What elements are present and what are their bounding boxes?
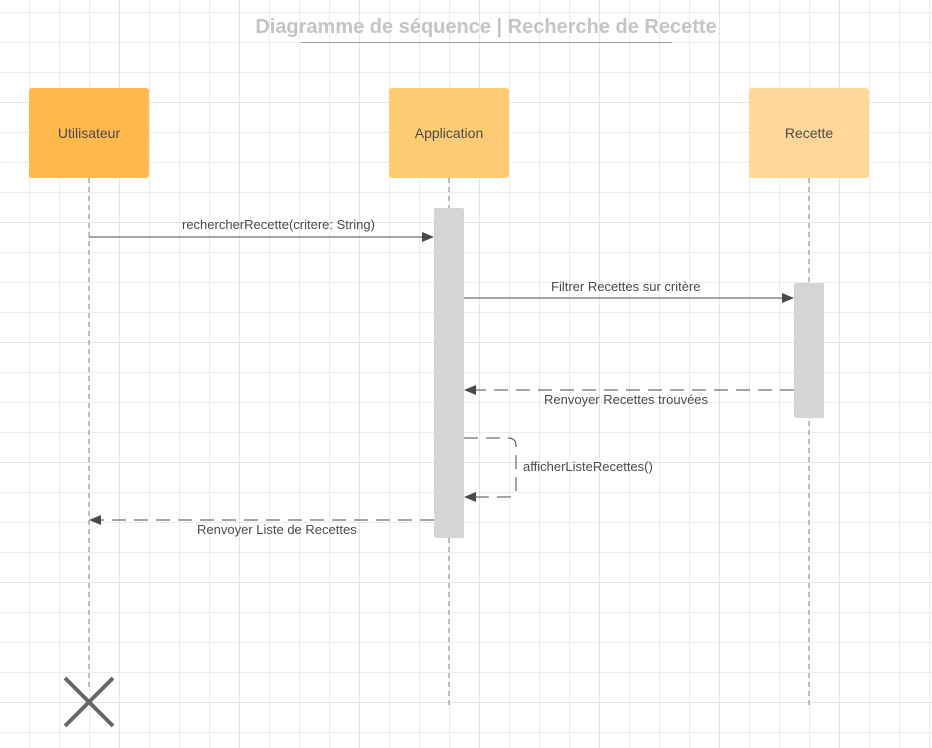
message-label-rechercher: rechercherRecette(critere: String)	[182, 217, 375, 232]
message-label-afficher: afficherListeRecettes()	[523, 459, 653, 474]
title-underline	[301, 42, 672, 43]
message-label-renvoyer-liste: Renvoyer Liste de Recettes	[197, 522, 357, 537]
message-label-filtrer: Filtrer Recettes sur critère	[551, 279, 701, 294]
destroy-x-icon	[63, 676, 115, 728]
diagram-title: Diagramme de séquence | Recherche de Rec…	[255, 16, 717, 38]
activation-recette	[794, 283, 824, 418]
activation-application	[434, 208, 464, 538]
message-arrow-afficher-self	[464, 437, 517, 502]
participant-utilisateur[interactable]: Utilisateur	[29, 88, 149, 178]
message-label-renvoyer-recettes: Renvoyer Recettes trouvées	[544, 392, 709, 407]
participant-recette[interactable]: Recette	[749, 88, 869, 178]
participant-application[interactable]: Application	[389, 88, 509, 178]
